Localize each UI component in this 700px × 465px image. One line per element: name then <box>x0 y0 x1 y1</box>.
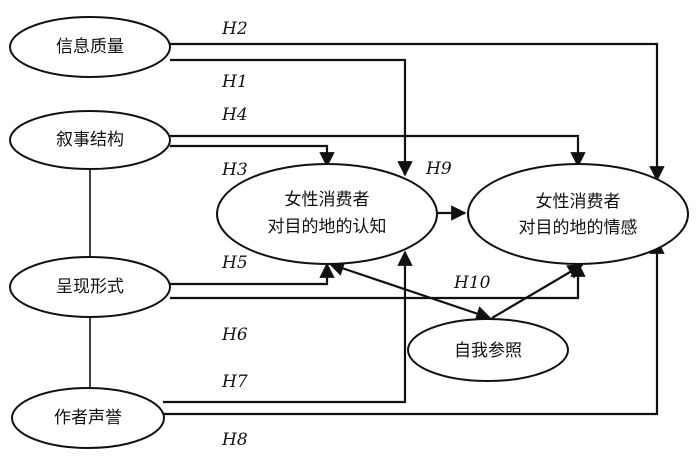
node-author-reputation: 作者声誉 <box>11 387 165 449</box>
node-presentation-form: 呈现形式 <box>9 256 171 318</box>
node-emotion: 女性消费者 对目的地的情感 <box>467 163 689 265</box>
hypothesis-h3-label: H3 <box>221 160 248 180</box>
edge-h7 <box>163 250 413 404</box>
edge-h5 <box>170 262 335 286</box>
node-cognition-label-line2: 对目的地的认知 <box>268 217 387 237</box>
hypothesis-h1-label: H1 <box>221 72 248 92</box>
node-self-reference-label: 自我参照 <box>454 341 522 361</box>
node-emotion-label-line1: 女性消费者 <box>536 192 621 212</box>
node-narrative-structure-label: 叙事结构 <box>56 130 124 150</box>
edge-cognition-self-reference <box>328 261 492 321</box>
hypothesis-h4-label: H4 <box>221 105 248 125</box>
hypothesis-h6-label: H6 <box>221 325 248 345</box>
edge-h8 <box>163 238 665 416</box>
edge-h4 <box>170 134 586 168</box>
node-cognition: 女性消费者 对目的地的认知 <box>216 163 438 265</box>
edge-h3 <box>170 144 335 168</box>
node-info-quality: 信息质量 <box>9 16 171 78</box>
hypothesis-h5-label: H5 <box>221 253 248 273</box>
node-presentation-form-label: 呈现形式 <box>56 277 124 297</box>
hypothesis-h8-label: H8 <box>221 430 248 450</box>
hypothesis-h2-label: H2 <box>221 19 248 39</box>
node-info-quality-label: 信息质量 <box>56 37 124 57</box>
node-self-reference: 自我参照 <box>407 318 569 382</box>
node-cognition-label-line1: 女性消费者 <box>285 190 370 210</box>
edge-h2 <box>170 42 665 182</box>
node-emotion-label-line2: 对目的地的情感 <box>519 218 638 238</box>
edge-h1 <box>170 58 413 177</box>
hypothesis-h7-label: H7 <box>221 372 248 392</box>
hypothesis-h9-label: H9 <box>425 159 452 179</box>
node-author-reputation-label: 作者声誉 <box>54 408 122 428</box>
edge-self-reference-emotion <box>491 264 584 319</box>
node-narrative-structure: 叙事结构 <box>9 110 171 170</box>
hypothesis-h10-label: H10 <box>453 273 491 293</box>
